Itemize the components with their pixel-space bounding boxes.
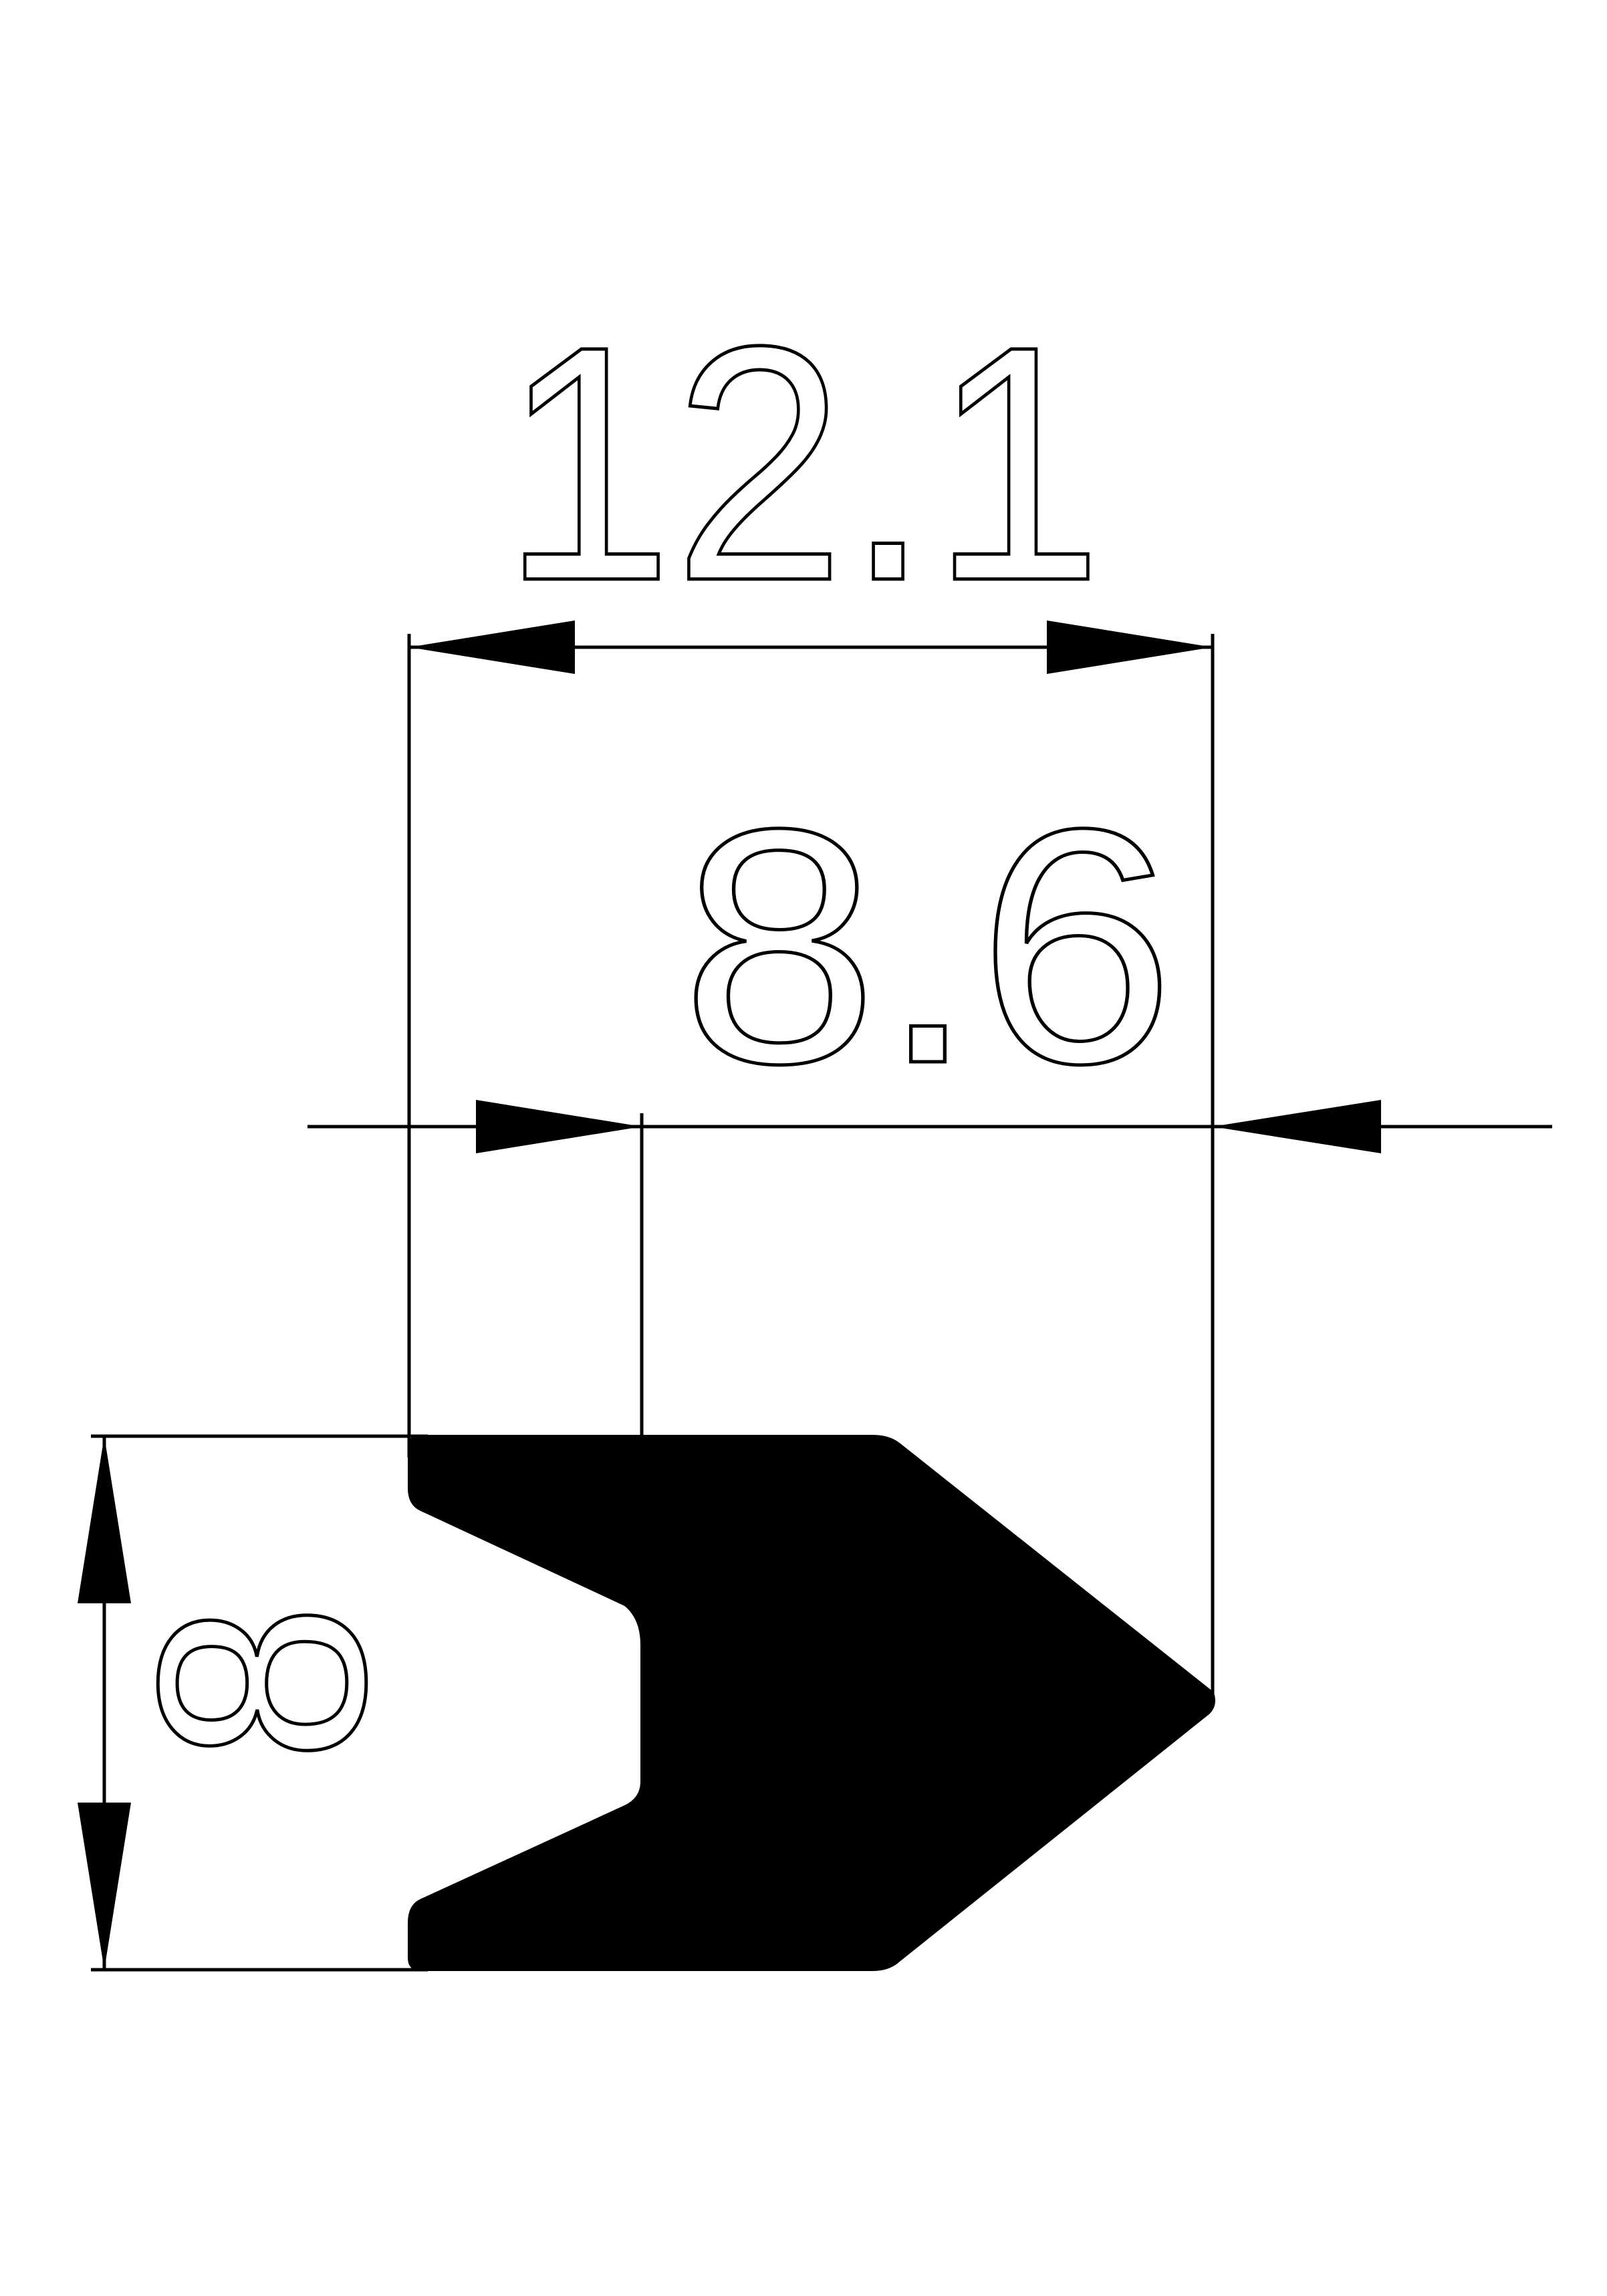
inner-width-dimension: 8.6: [307, 758, 1552, 1441]
overall-width-dimension: 12.1: [407, 275, 1215, 1704]
inner-width-arrow-right: [1213, 1100, 1381, 1153]
height-dimension: 8: [78, 1434, 428, 1972]
seal-cross-section: [408, 1435, 1215, 1971]
inner-width-arrow-left: [476, 1100, 642, 1153]
overall-width-label: 12.1: [501, 276, 1103, 650]
height-label: 8: [98, 1603, 426, 1763]
height-arrow-top: [78, 1436, 131, 1603]
overall-width-arrow-right: [1047, 620, 1213, 674]
overall-width-arrow-left: [409, 620, 575, 674]
inner-width-label: 8.6: [681, 759, 1175, 1133]
height-arrow-bottom: [78, 1803, 131, 1970]
